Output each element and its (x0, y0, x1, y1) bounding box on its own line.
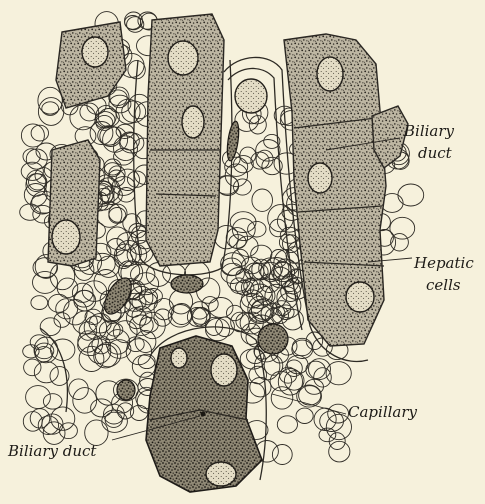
label-capillary: Capillary (348, 403, 418, 421)
nucleus (168, 41, 198, 75)
nucleus (52, 220, 80, 254)
nucleus (182, 106, 204, 138)
capillary-cell (171, 275, 203, 293)
nucleus (211, 354, 237, 386)
nucleus (171, 348, 187, 368)
capillary-cell (117, 380, 135, 400)
capillary-cell (258, 324, 288, 354)
nucleus (346, 282, 374, 312)
label-biliary-duct-right-line1: Biliary (403, 122, 455, 140)
nucleus (317, 57, 343, 91)
nucleus (82, 37, 108, 67)
nucleus (308, 163, 332, 193)
label-biliary-duct-right-line2: duct (418, 144, 453, 162)
biliary-duct-lumen (201, 412, 206, 417)
label-hepatic-cells-line2: cells (426, 276, 461, 294)
label-biliary-duct-bottom: Biliary duct (7, 442, 97, 460)
nucleus (235, 79, 267, 113)
label-hepatic-cells-line1: Hepatic (413, 254, 474, 272)
nucleus (206, 462, 236, 486)
